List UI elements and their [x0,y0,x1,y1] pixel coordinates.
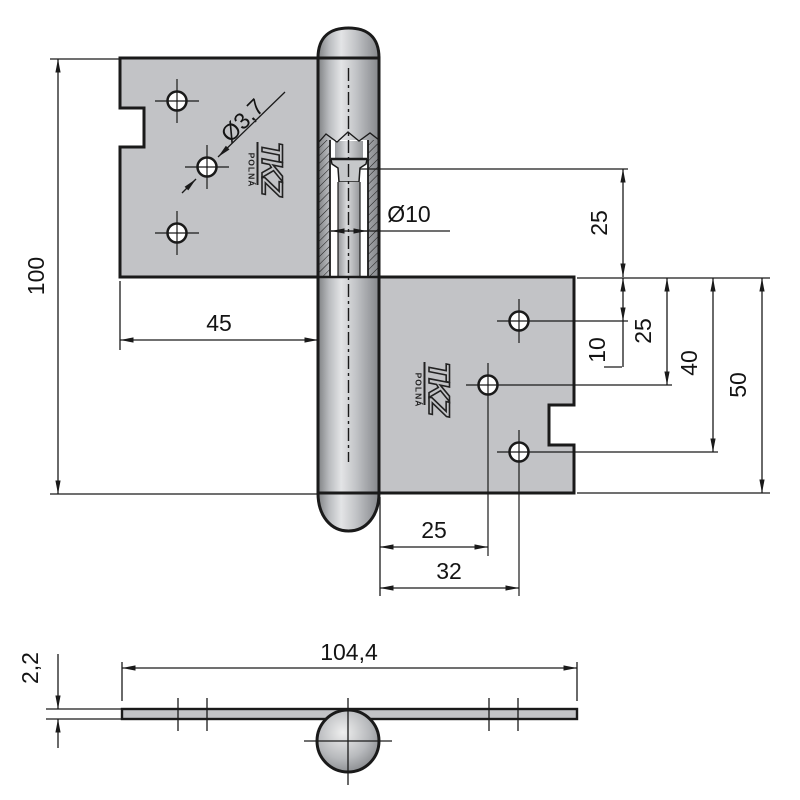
dim-pin-diameter-label: Ø10 [387,201,430,227]
dim-left-leaf-width: 45 [119,281,318,350]
screw-holes-lower [466,299,718,596]
dim-overall-width: 104,4 [121,639,578,701]
barrel-top-cap [316,26,381,60]
dim-hole-col-32-label: 32 [436,558,462,584]
dim-overall-width-label: 104,4 [320,639,378,665]
dim-left-leaf-width-label: 45 [206,310,232,336]
dim-hole-col-25-label: 25 [421,517,447,543]
dim-hole-row-25: 25 [630,278,670,385]
dim-right-leaf-height-label: 50 [725,372,751,398]
section-hatch-left [319,140,330,277]
dim-thickness: 2,2 [17,652,121,748]
screw-hole-lower-1 [497,299,628,343]
dim-hole-row-40-label: 40 [676,350,702,376]
logo-lower: TKZ POLNÁ [414,361,456,419]
screw-hole-upper-1 [155,79,199,123]
logo-sub-text: POLNÁ [247,153,257,188]
logo-brand-text: TKZ [255,142,288,198]
bottom-view: 104,4 2,2 [17,639,579,785]
barrel-bottom-cap [316,491,381,533]
break-line [317,131,380,144]
logo-sub-text: POLNÁ [414,373,424,408]
section-hatch-right [368,140,378,277]
screw-hole-lower-2 [466,363,672,556]
logo-upper: TKZ POLNÁ [247,141,289,199]
dim-knuckle-offset-label: 25 [586,210,612,236]
dim-hole-col-25: 25 [380,517,488,550]
dim-hole-col-32: 32 [380,558,519,591]
screw-holes-upper [155,79,229,255]
dim-overall-height-label: 100 [23,257,49,295]
dim-overall-height: 100 [23,58,317,495]
screw-hole-lower-3 [497,430,718,596]
screw-hole-upper-3 [155,211,199,255]
logo-brand-text: TKZ [422,362,455,418]
screw-hole-upper-2 [185,145,229,189]
dim-right-leaf-height: 50 [725,278,765,493]
dim-pin-diameter: Ø10 [331,201,450,234]
dim-knuckle-offset: 25 [360,168,628,277]
dim-hole-row-25-label: 25 [630,318,656,344]
dim-hole-row-10-label: 10 [584,337,610,363]
dim-hole-row-40: 40 [676,278,716,452]
dim-thickness-label: 2,2 [17,652,43,684]
dim-hole-row-10: 10 [584,278,626,368]
